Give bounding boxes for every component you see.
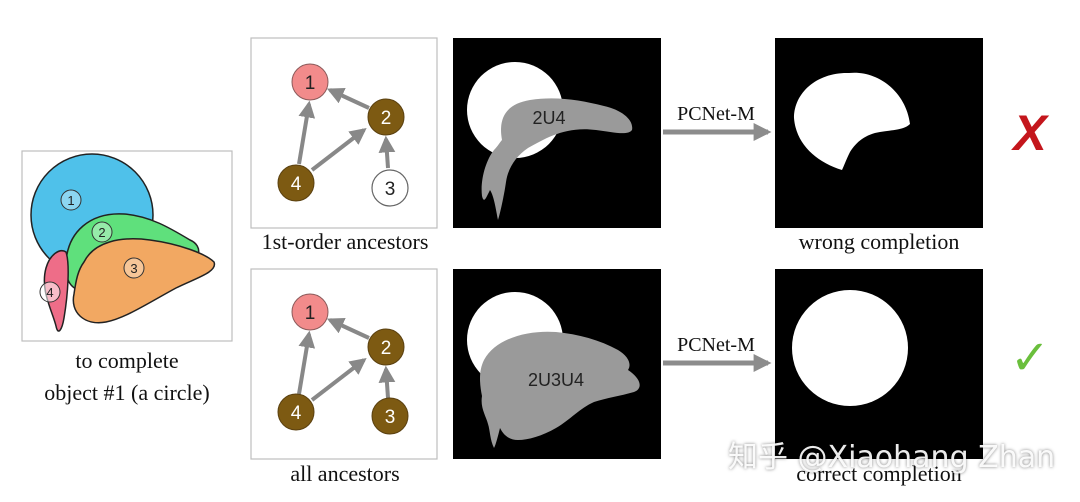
object-label-4 bbox=[39, 281, 61, 303]
svg-text:2: 2 bbox=[381, 108, 392, 129]
svg-text:2U3U4: 2U3U4 bbox=[528, 370, 584, 390]
edge-2-1 bbox=[326, 318, 370, 340]
graph-box-1 bbox=[250, 37, 438, 229]
edge-4-2 bbox=[310, 357, 367, 402]
edge-4-1 bbox=[297, 100, 316, 165]
svg-text:2: 2 bbox=[381, 338, 392, 359]
left-caption-line-2: object #1 (a circle) bbox=[44, 380, 210, 405]
svg-text:3: 3 bbox=[385, 407, 396, 428]
svg-text:4: 4 bbox=[46, 285, 53, 300]
node-2: 2 bbox=[367, 328, 405, 366]
svg-text:4: 4 bbox=[291, 174, 302, 195]
node-4: 4 bbox=[277, 393, 315, 431]
svg-text:1: 1 bbox=[67, 193, 74, 208]
row-1: 1 2 3 4 2U4 PCNet-M bbox=[250, 37, 1049, 229]
graph-box-2 bbox=[250, 268, 438, 460]
pcnet-arrow-2: PCNet-M bbox=[663, 334, 772, 372]
row-2-result-caption: correct completion bbox=[796, 461, 962, 486]
verdict-wrong: X bbox=[1010, 105, 1049, 161]
ancestor-mask-panel-1: 2U4 bbox=[453, 38, 661, 228]
ancestor-mask-panel-2: 2U3U4 bbox=[453, 269, 661, 459]
node-1: 1 bbox=[291, 63, 329, 101]
svg-text:2U4: 2U4 bbox=[532, 108, 565, 128]
svg-text:PCNet-M: PCNet-M bbox=[677, 103, 755, 125]
row-1-result-caption: wrong completion bbox=[798, 229, 960, 254]
edge-2-1 bbox=[326, 88, 370, 110]
object-label-2 bbox=[91, 221, 113, 243]
object-label-3 bbox=[123, 257, 145, 279]
verdict-correct: ✓ bbox=[1010, 330, 1050, 386]
node-3: 3 bbox=[371, 169, 409, 207]
row-2: 1 2 3 4 2U3U4 PCNet-M ✓ bbox=[250, 268, 1050, 460]
result-panel-2 bbox=[775, 269, 983, 459]
edge-4-1 bbox=[297, 330, 316, 395]
result-panel-1 bbox=[775, 38, 983, 228]
object-3-shape bbox=[72, 238, 216, 324]
svg-text:2: 2 bbox=[98, 225, 105, 240]
input-objects-panel: 1 2 3 4 bbox=[21, 150, 233, 342]
svg-text:1: 1 bbox=[305, 73, 316, 94]
row-1-graph-caption: 1st-order ancestors bbox=[261, 229, 429, 254]
row-2-graph-caption: all ancestors bbox=[290, 461, 400, 486]
left-caption-line-1: to complete bbox=[75, 348, 179, 373]
watermark: 知乎 @Xiaohang Zhan bbox=[728, 440, 1056, 475]
svg-text:4: 4 bbox=[291, 403, 302, 424]
pcnet-arrow-1: PCNet-M bbox=[663, 103, 772, 141]
node-4: 4 bbox=[277, 164, 315, 202]
object-labels: 1 2 3 4 bbox=[39, 189, 145, 303]
node-1: 1 bbox=[291, 293, 329, 331]
edge-3-2 bbox=[378, 365, 396, 399]
node-3: 3 bbox=[371, 397, 409, 435]
node-2: 2 bbox=[367, 98, 405, 136]
object-label-1 bbox=[60, 189, 82, 211]
svg-text:1: 1 bbox=[305, 303, 316, 324]
edge-4-2 bbox=[310, 127, 367, 172]
edge-3-2 bbox=[378, 135, 396, 169]
svg-text:3: 3 bbox=[385, 179, 396, 200]
svg-text:3: 3 bbox=[130, 261, 137, 276]
svg-text:PCNet-M: PCNet-M bbox=[677, 334, 755, 356]
